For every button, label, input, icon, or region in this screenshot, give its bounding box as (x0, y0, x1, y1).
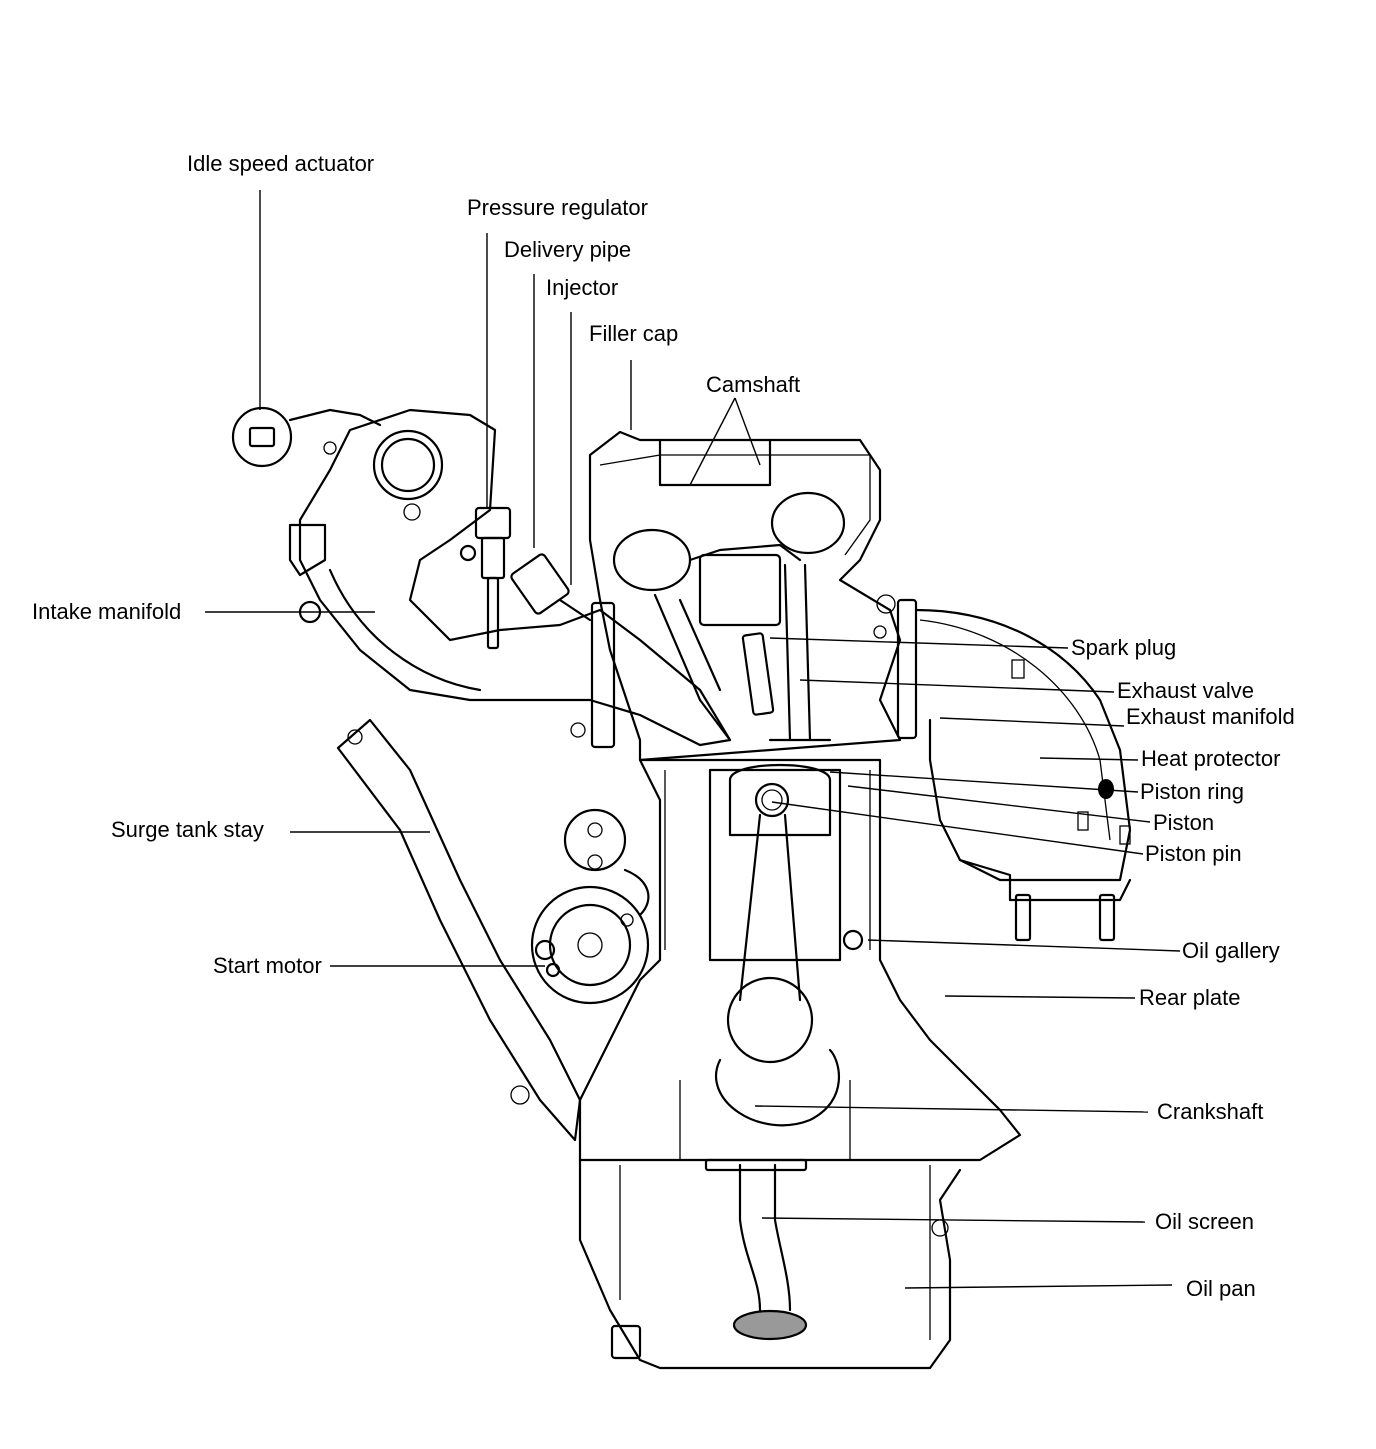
leader-piston-ring (829, 771, 1139, 793)
surge-tank-stay-drawing (336, 718, 582, 1142)
label-start-motor: Start motor (213, 953, 322, 978)
label-spark-plug: Spark plug (1071, 635, 1177, 660)
leader-camshaft-b (734, 397, 761, 466)
label-pressure-regulator: Pressure regulator (467, 195, 648, 220)
oil-pan-drawing (578, 1158, 962, 1370)
label-filler-cap: Filler cap (589, 321, 679, 346)
label-oil-pan: Oil pan (1186, 1276, 1256, 1301)
leader-piston (847, 785, 1151, 823)
intake-manifold-drawing (288, 408, 732, 749)
leader-oil-pan (904, 1284, 1173, 1289)
leader-crankshaft (754, 1105, 1149, 1113)
cylinder-block-drawing (510, 758, 1022, 1162)
start-motor-drawing (530, 808, 650, 1005)
leader-lines (205, 190, 1181, 1289)
leader-oil-gallery (867, 939, 1181, 952)
label-heat-protector: Heat protector (1141, 746, 1281, 771)
leader-heat-protector (1039, 757, 1139, 761)
label-surge-tank-stay: Surge tank stay (111, 817, 264, 842)
label-exhaust-manifold: Exhaust manifold (1126, 704, 1295, 729)
leader-exhaust-manifold (939, 717, 1125, 727)
label-delivery-pipe: Delivery pipe (504, 237, 632, 262)
leader-oil-screen (761, 1217, 1146, 1223)
leader-camshaft-a (689, 397, 736, 486)
label-piston-ring: Piston ring (1140, 779, 1244, 804)
label-injector: Injector (546, 275, 619, 300)
leader-exhaust-valve (799, 679, 1115, 693)
idle-speed-actuator-drawing (231, 406, 382, 468)
label-piston-pin: Piston pin (1145, 841, 1242, 866)
label-camshaft: Camshaft (706, 372, 801, 397)
label-idle-speed-actuator: Idle speed actuator (187, 151, 375, 176)
label-intake-manifold: Intake manifold (32, 599, 182, 624)
leader-rear-plate (944, 995, 1136, 999)
label-oil-screen: Oil screen (1155, 1209, 1255, 1234)
label-crankshaft: Crankshaft (1157, 1099, 1264, 1124)
leader-piston-pin (771, 801, 1144, 855)
label-oil-gallery: Oil gallery (1182, 938, 1280, 963)
leader-spark-plug (769, 637, 1069, 649)
fuel-system-drawing (459, 506, 592, 650)
cylinder-head-drawing (588, 430, 902, 762)
exhaust-manifold-drawing (896, 598, 1132, 942)
label-exhaust-valve: Exhaust valve (1117, 678, 1254, 703)
label-rear-plate: Rear plate (1139, 985, 1241, 1010)
label-piston: Piston (1153, 810, 1215, 835)
